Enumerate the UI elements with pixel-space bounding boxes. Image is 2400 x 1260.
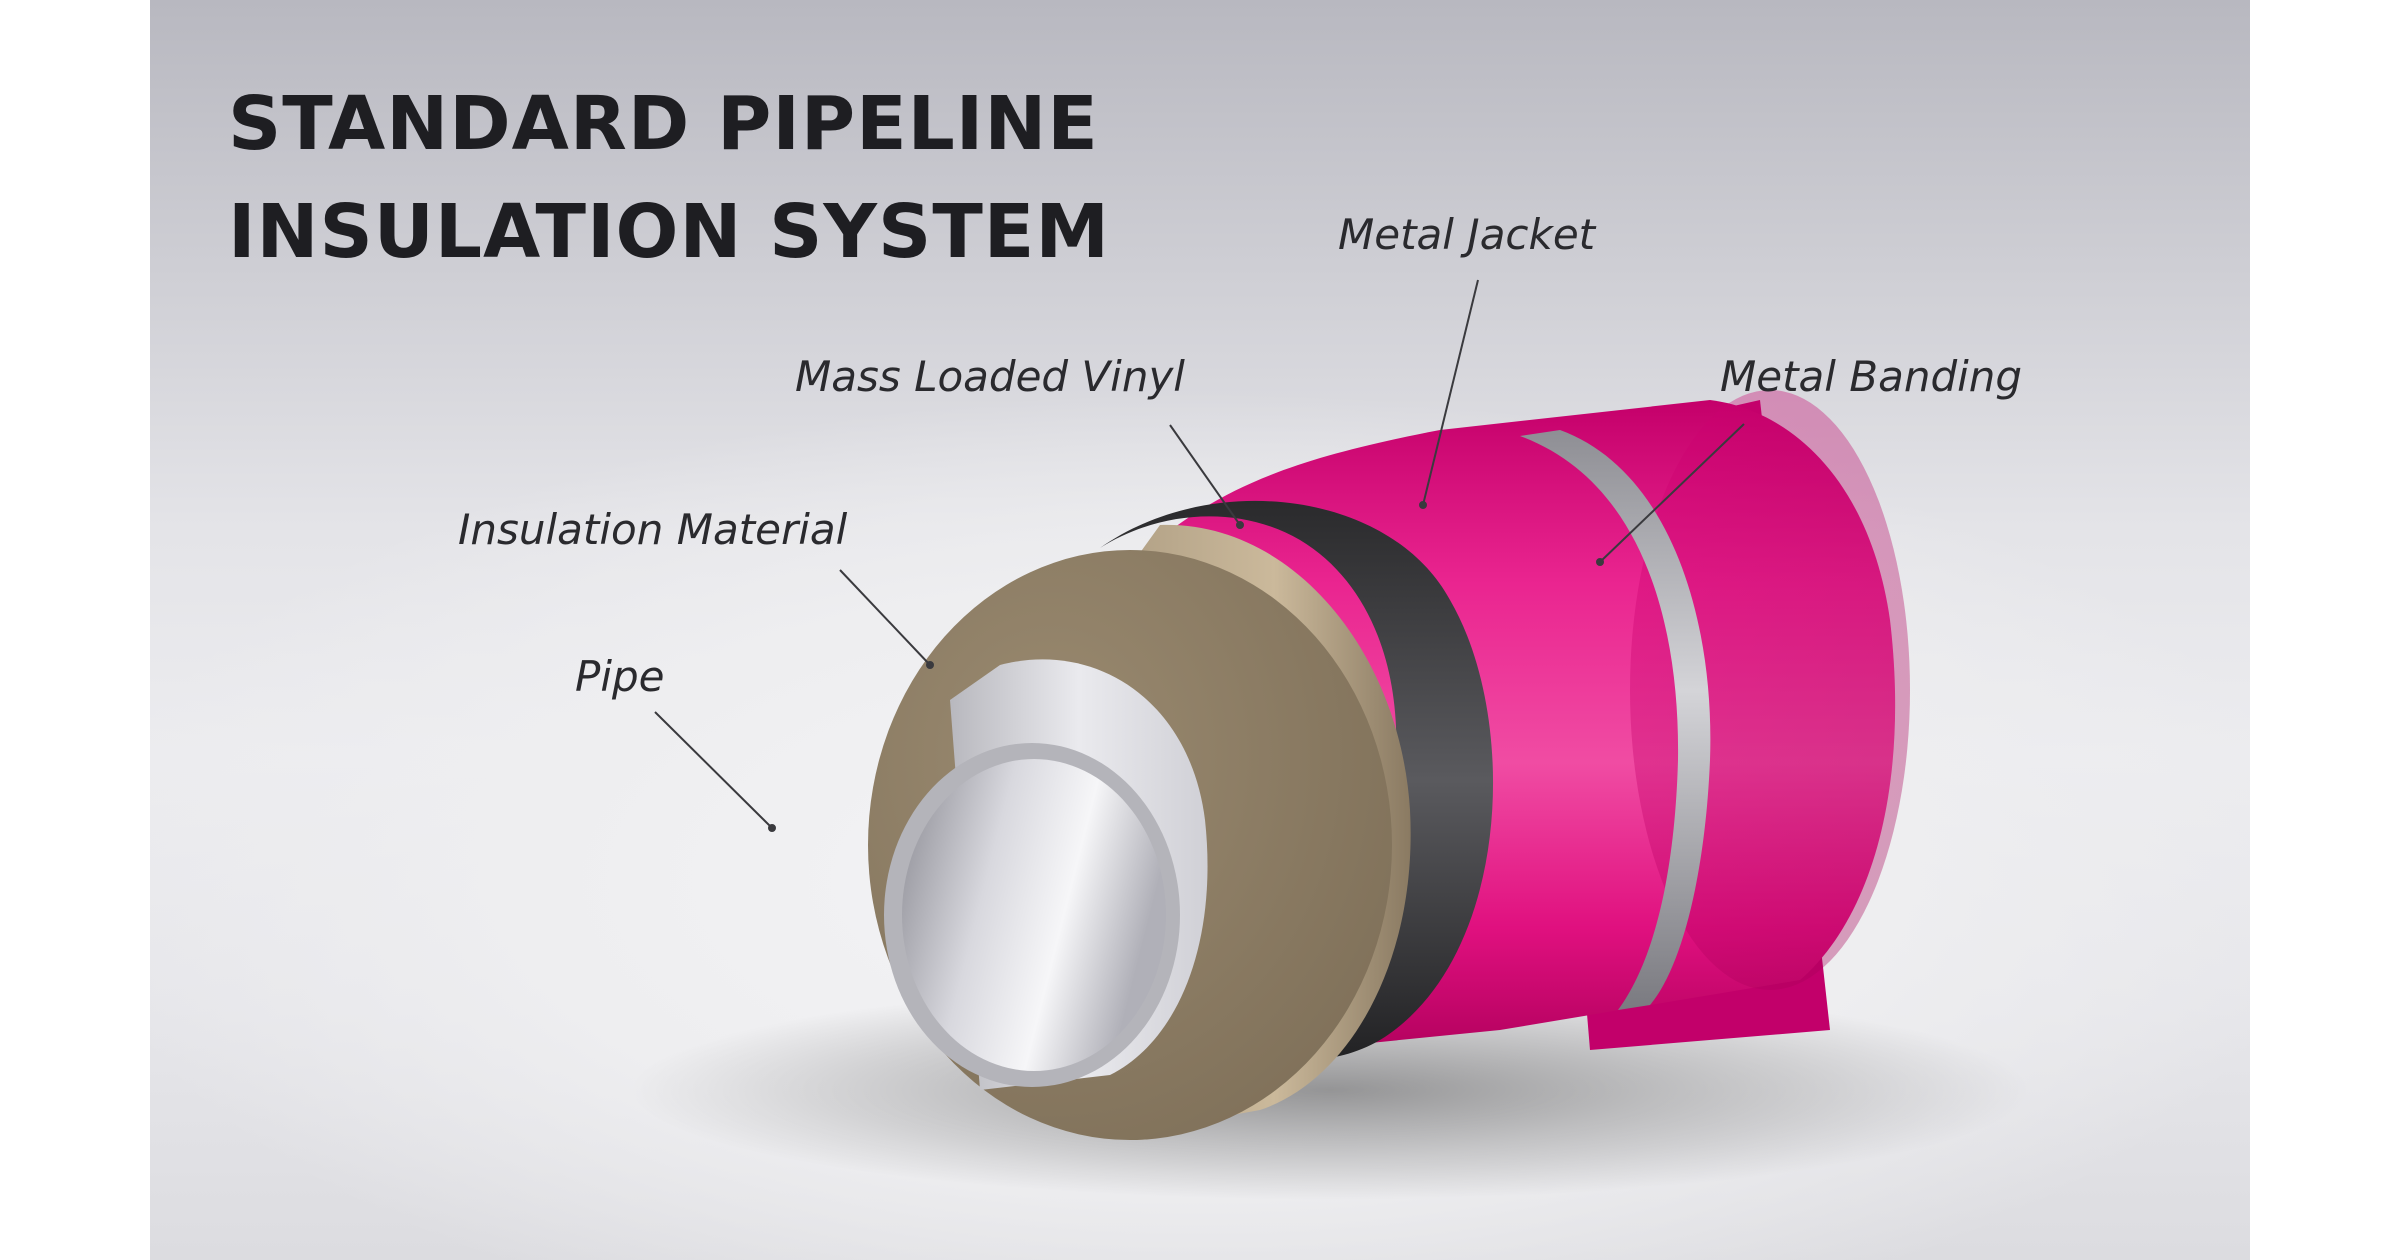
label-metal-jacket: Metal Jacket: [1338, 210, 1596, 259]
leader-metal-banding: [1599, 423, 1745, 563]
metal-banding: [1520, 430, 1711, 1010]
leader-pipe: [654, 711, 773, 829]
diagram-canvas: STANDARD PIPELINE INSULATION SYSTEM: [150, 0, 2250, 1260]
diagram-title: STANDARD PIPELINE INSULATION SYSTEM: [228, 70, 1110, 286]
title-line-1: STANDARD PIPELINE: [228, 81, 1099, 167]
pipeline-illustration: [630, 279, 2030, 1200]
pipe-opening: [902, 759, 1166, 1071]
label-pipe: Pipe: [575, 652, 665, 701]
title-line-2: INSULATION SYSTEM: [228, 189, 1110, 275]
leader-metal-jacket: [1422, 279, 1479, 506]
leader-insulation-material: [839, 569, 931, 666]
label-metal-banding: Metal Banding: [1720, 352, 2023, 401]
label-insulation-material: Insulation Material: [458, 505, 848, 554]
label-mass-loaded-vinyl: Mass Loaded Vinyl: [795, 352, 1185, 401]
leader-mass-loaded-vinyl: [1169, 424, 1241, 526]
